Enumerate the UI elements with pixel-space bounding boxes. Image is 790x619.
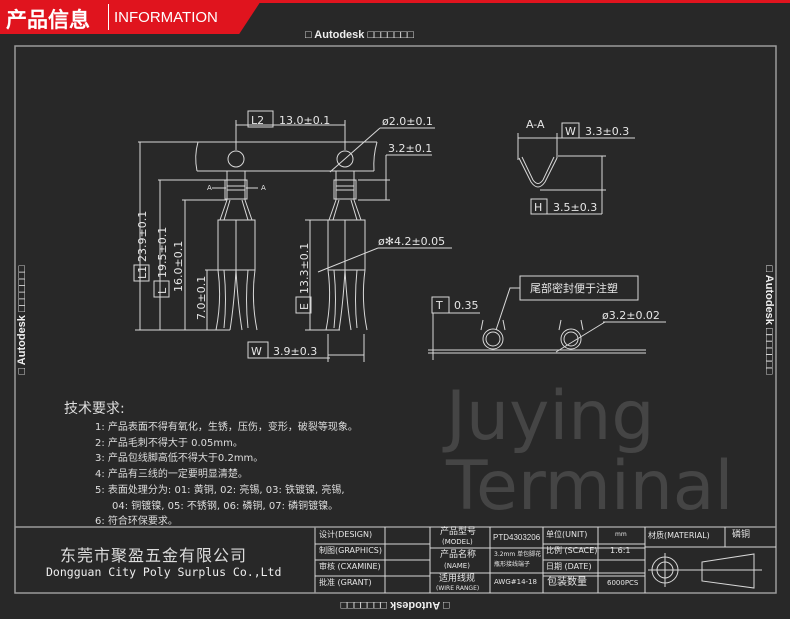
name-label-en: (NAME) <box>444 562 470 570</box>
svg-text:3.9±0.3: 3.9±0.3 <box>273 345 317 358</box>
dimension-w: W 3.9±0.3 <box>247 334 365 362</box>
requirement-item: 2: 产品毛刺不得大于 0.05mm。 <box>95 437 243 449</box>
scale-value: 1.6:1 <box>610 546 631 555</box>
header-banner <box>0 0 260 34</box>
base-line <box>135 141 340 331</box>
dimension-16: 16.0±0.1 <box>172 200 186 330</box>
material-value: 磷铜 <box>732 530 751 540</box>
autodesk-note-top: □ Autodesk □□□□□□□ <box>305 29 414 41</box>
svg-text:ø3.2±0.02: ø3.2±0.02 <box>602 309 660 322</box>
side-view: 尾部密封便于注塑 T 0.35 ø3.2±0.02 <box>428 275 666 360</box>
svg-text:H: H <box>534 201 542 214</box>
dimension-hole-diameter: ø2.0±0.1 <box>329 115 435 173</box>
svg-text:23.9±0.1: 23.9±0.1 <box>136 211 149 262</box>
model-value: PTD4303206 <box>493 533 541 542</box>
dimension-e: E 13.3±0.1 <box>295 220 312 330</box>
svg-text:L1: L1 <box>136 266 149 279</box>
grant-label: 批准 (GRANT) <box>319 578 372 587</box>
material-label: 材质(MATERIAL) <box>648 531 710 540</box>
header-top-strip <box>0 0 790 3</box>
svg-text:W: W <box>565 125 576 138</box>
company-name-cn: 东莞市聚盈五金有限公司 <box>60 546 248 565</box>
model-label-en: (MODEL) <box>442 538 473 546</box>
unit-value: mm <box>615 531 627 538</box>
svg-text:0.35: 0.35 <box>454 299 479 312</box>
svg-text:ø✻4.2±0.05: ø✻4.2±0.05 <box>378 235 445 248</box>
graphics-label: 制图(GRAPHICS) <box>319 546 383 555</box>
examine-label: 审核 (CXAMINE) <box>319 562 381 571</box>
design-label: 设计(DESIGN) <box>319 530 373 539</box>
wire-value: AWG#14-18 <box>494 578 537 586</box>
requirement-item: 6: 符合环保要求。 <box>95 516 178 528</box>
dimension-7: 7.0±0.1 <box>195 270 208 330</box>
requirement-item: 5: 表面处理分为: 01: 黄铜, 02: 亮锡, 03: 铁镀镍, 亮锡, <box>95 484 345 496</box>
section-marks: A A <box>207 184 266 192</box>
requirements-title: 技术要求: <box>64 401 125 417</box>
dimension-l1: L1 23.9±0.1 <box>133 142 150 330</box>
svg-text:T: T <box>435 299 443 312</box>
scale-label: 比例 (SCACE) <box>546 546 598 555</box>
name-label: 产品名称 <box>440 550 477 560</box>
svg-text:19.5±0.1: 19.5±0.1 <box>156 227 169 278</box>
drawing-frame <box>14 45 777 594</box>
svg-text:13.0±0.1: 13.0±0.1 <box>279 114 330 127</box>
projection-symbol <box>648 553 762 589</box>
watermark: Juying Terminal <box>446 377 734 526</box>
header-title-cn: 产品信息 <box>6 8 90 32</box>
dimension-barrel-diameter: ø✻4.2±0.05 <box>317 235 452 273</box>
svg-text:3.2±0.1: 3.2±0.1 <box>388 142 432 155</box>
svg-text:A-A: A-A <box>526 118 545 131</box>
pack-label: 包装数量 <box>547 577 587 588</box>
svg-text:ø2.0±0.1: ø2.0±0.1 <box>382 115 433 128</box>
svg-text:L2: L2 <box>251 114 264 127</box>
terminal-front-view <box>325 171 368 331</box>
dimension-3-2: 3.2±0.1 <box>358 142 432 201</box>
wire-label-en: (WIRE RANGE) <box>436 585 480 592</box>
title-block-grid <box>15 526 776 593</box>
requirement-item: 04: 铜镀镍, 05: 不锈钢, 06: 磷铜, 07: 磷铜镀镍。 <box>112 500 339 512</box>
company-name-en: Dongguan City Poly Surplus Co.,Ltd <box>46 565 282 579</box>
svg-text:W: W <box>251 345 262 358</box>
pilot-hole <box>227 150 245 168</box>
dimension-l: L 19.5±0.1 <box>153 180 170 330</box>
requirements-list: 1: 产品表面不得有氧化，生锈，压伤，变形，破裂等现象。 2: 产品毛刺不得大于… <box>95 420 358 530</box>
svg-text:16.0±0.1: 16.0±0.1 <box>172 241 185 292</box>
svg-text:13.3±0.1: 13.3±0.1 <box>298 243 311 294</box>
requirement-item: 3: 产品包线脚高低不得大于0.2mm。 <box>95 453 264 465</box>
terminal-front-view <box>215 171 258 331</box>
requirement-item: 4: 产品有三线的一定要明显清楚。 <box>95 469 248 481</box>
name-value-2: 瓶形接线端子 <box>494 561 531 568</box>
header-title-en: INFORMATION <box>114 9 218 26</box>
date-label: 日期 (DATE) <box>546 562 592 571</box>
wire-label: 适用线规 <box>439 574 476 584</box>
header-divider <box>108 4 109 30</box>
dimension-l2: L2 13.0±0.1 <box>235 110 346 150</box>
svg-text:E: E <box>298 303 311 310</box>
name-value-1: 3.2mm 单包脚花 <box>494 551 542 558</box>
section-a-a: A-A W 3.3±0.3 H 3.5±0.3 <box>517 118 635 215</box>
svg-text:3.5±0.3: 3.5±0.3 <box>553 201 597 214</box>
svg-text:7.0±0.1: 7.0±0.1 <box>195 276 208 320</box>
svg-text:尾部密封便于注塑: 尾部密封便于注塑 <box>530 281 618 295</box>
model-label: 产品型号 <box>440 527 477 537</box>
unit-label: 单位(UNIT) <box>546 530 588 539</box>
svg-text:3.3±0.3: 3.3±0.3 <box>585 125 629 138</box>
pilot-hole <box>336 150 354 168</box>
pack-value: 6000PCS <box>607 579 639 587</box>
svg-text:L: L <box>156 287 169 294</box>
svg-text:A: A <box>207 184 212 192</box>
requirement-item: 1: 产品表面不得有氧化，生锈，压伤，变形，破裂等现象。 <box>95 422 358 433</box>
svg-text:A: A <box>261 184 266 192</box>
carrier-strip <box>195 141 378 172</box>
